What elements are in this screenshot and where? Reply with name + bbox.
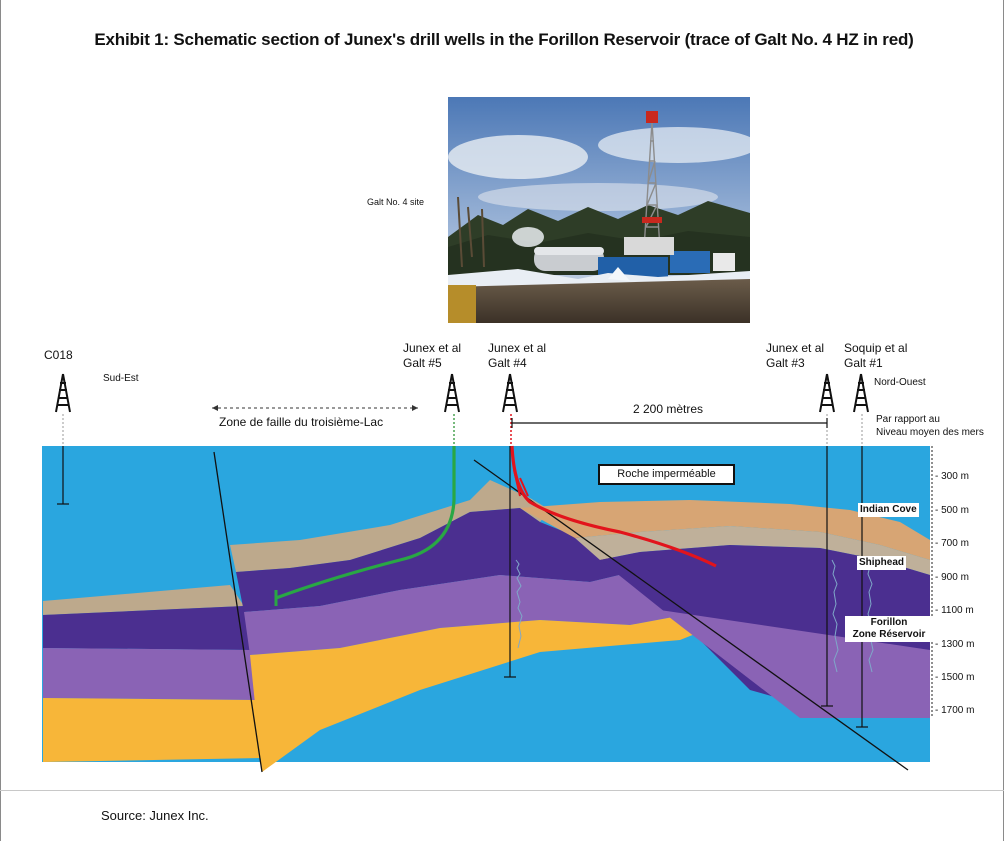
- left-ochre-layer: [43, 698, 262, 762]
- well-label-galt5-operator: Junex et al: [403, 341, 462, 355]
- fault-zone-arrow: [212, 405, 418, 411]
- formation-forillon: Forillon Zone Réservoir: [845, 616, 933, 642]
- mid-indigo-layer: [236, 508, 640, 612]
- fault-zone-label: Zone de faille du troisième-Lac: [219, 415, 384, 429]
- well-label-galt4-operator: Junex et al: [488, 341, 547, 355]
- galt3-log: [831, 559, 839, 673]
- well-label-galt5-name: Galt #5: [403, 356, 442, 370]
- depth-tick: - 700 m: [935, 538, 969, 549]
- well-label-c018: C018: [44, 348, 73, 362]
- direction-southeast: Sud-Est: [103, 373, 139, 384]
- galt4-log: [515, 559, 523, 649]
- formation-forillon-line1: Forillon: [870, 617, 908, 628]
- distance-label: 2 200 mètres: [633, 402, 704, 416]
- well-label-galt3-operator: Junex et al: [766, 341, 825, 355]
- depth-tick: - 900 m: [935, 572, 969, 583]
- well-galt5: [274, 373, 460, 606]
- distance-marker: [511, 418, 828, 428]
- left-indigo-layer: [43, 606, 250, 650]
- well-c018: [55, 373, 71, 505]
- exhibit-title: Exhibit 1: Schematic section of Junex's …: [94, 30, 914, 49]
- depth-tick: - 500 m: [935, 505, 969, 516]
- impermeable-rock-box: Roche imperméable: [598, 464, 735, 485]
- well-galt3: [819, 373, 835, 707]
- formation-shiphead: Shiphead: [857, 556, 907, 570]
- well-label-soquip-name: Galt #1: [844, 356, 883, 370]
- mid-violet-layer: [244, 570, 700, 655]
- mid-tan-layer: [230, 480, 550, 572]
- galt4-trace: [510, 445, 717, 568]
- fault-line-west: [213, 451, 263, 773]
- source-note: Source: Junex Inc.: [101, 808, 209, 823]
- well-label-soquip-operator: Soquip et al: [844, 341, 908, 355]
- formation-forillon-line2: Zone Réservoir: [852, 629, 926, 640]
- left-tan-layer: [43, 585, 244, 615]
- well-soquip-galt1: [853, 373, 869, 728]
- soquip-log: [866, 559, 874, 673]
- well-galt4: [502, 373, 717, 678]
- drill-site-photo: [448, 97, 750, 323]
- footer-divider: [0, 790, 1004, 791]
- photo-caption: Galt No. 4 site: [367, 197, 425, 207]
- mid-ochre-layer: [250, 612, 725, 772]
- depth-tick: - 1700 m: [935, 705, 975, 716]
- depth-tick: - 1500 m: [935, 672, 975, 683]
- depth-tick: - 300 m: [935, 471, 969, 482]
- depth-tick: - 1100 m: [935, 605, 974, 616]
- direction-northwest: Nord-Ouest: [874, 377, 926, 388]
- depth-tick: - 1300 m: [935, 639, 975, 650]
- right-grey-layer: [575, 526, 930, 575]
- well-label-galt4-name: Galt #4: [488, 356, 527, 370]
- left-violet-layer: [43, 648, 256, 700]
- well-label-galt3-name: Galt #3: [766, 356, 805, 370]
- formation-indian-cove: Indian Cove: [858, 503, 919, 517]
- datum-label-line1: Par rapport au: [876, 414, 940, 425]
- galt5-trace: [275, 446, 456, 600]
- datum-label-line2: Niveau moyen des mers: [876, 427, 984, 438]
